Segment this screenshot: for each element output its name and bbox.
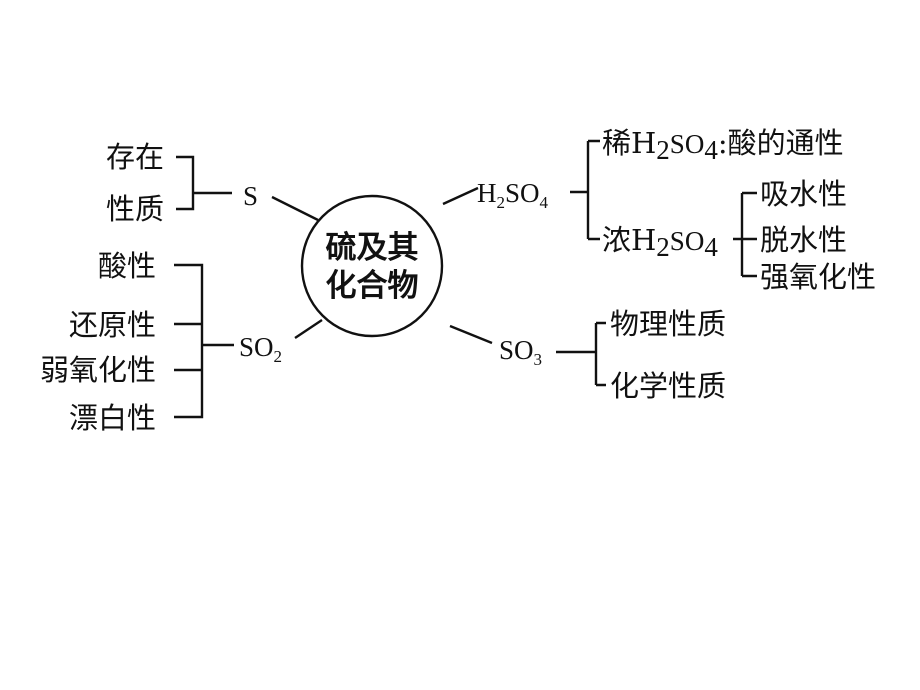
connector-s xyxy=(271,195,319,222)
h2so4-label: H2SO4 xyxy=(477,178,549,212)
so2-bracket xyxy=(174,263,234,419)
so2-label: SO2 xyxy=(239,332,282,366)
conc-item-strong-oxidizing: 强氧化性 xyxy=(760,260,876,294)
so2-item-weak-oxidizing: 弱氧化性 xyxy=(40,353,156,387)
so2-item-reducing: 还原性 xyxy=(69,308,156,342)
s-bracket xyxy=(176,155,232,211)
so3-label: SO3 xyxy=(499,335,542,369)
so3-item-chemical: 化学性质 xyxy=(610,369,726,403)
so3-bracket xyxy=(556,321,606,387)
s-item-existence: 存在 xyxy=(106,140,164,174)
conc-h2so4-bracket xyxy=(733,191,757,278)
so2-item-bleaching: 漂白性 xyxy=(69,401,156,435)
connector-h2so4 xyxy=(442,186,479,206)
conc-item-water-absorbing: 吸水性 xyxy=(760,177,847,211)
connector-so3 xyxy=(449,324,493,345)
connector-so2 xyxy=(294,319,323,339)
center-circle xyxy=(300,194,444,338)
conc-h2so4: 浓H2SO4 xyxy=(602,223,718,262)
center-title-line2: 化合物 xyxy=(326,268,419,304)
s-label: S xyxy=(243,181,258,211)
so3-item-physical: 物理性质 xyxy=(610,307,726,341)
center-title-line1: 硫及其 xyxy=(326,230,419,266)
s-item-properties: 性质 xyxy=(106,192,164,226)
so2-item-acidity: 酸性 xyxy=(98,249,156,283)
h2so4-bracket xyxy=(570,139,600,241)
conc-item-dehydrating: 脱水性 xyxy=(760,223,847,257)
dilute-h2so4: 稀H2SO4:酸的通性 xyxy=(602,126,844,165)
